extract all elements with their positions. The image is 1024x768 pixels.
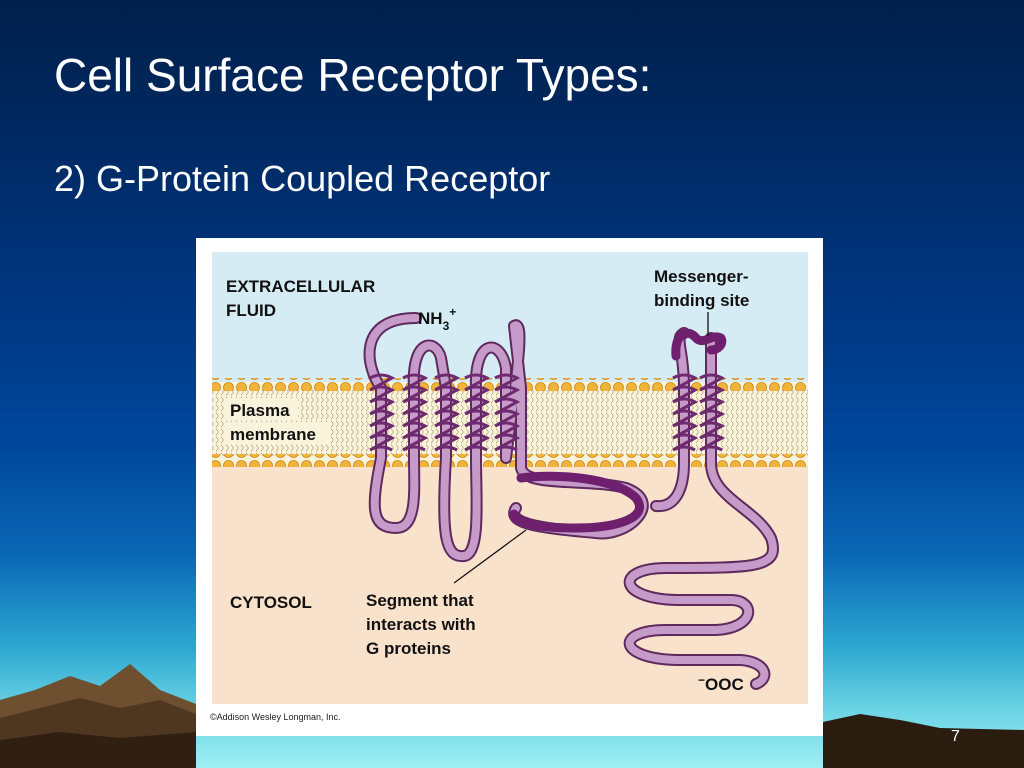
g-proteins-label: G proteins bbox=[366, 639, 451, 658]
cytosol-label: CYTOSOL bbox=[230, 593, 312, 612]
page-number: 7 bbox=[951, 728, 960, 745]
receptor-figure: EXTRACELLULAR FLUID NH3+ Messenger- bind… bbox=[196, 238, 823, 736]
slide-subtitle: 2) G-Protein Coupled Receptor bbox=[54, 158, 551, 199]
extracellular-label: EXTRACELLULAR bbox=[226, 277, 375, 296]
receptor-protein bbox=[363, 312, 780, 690]
nh3-superscript: + bbox=[449, 305, 456, 319]
cytosol-region bbox=[212, 466, 808, 704]
c-terminus-label: −OOC bbox=[698, 673, 744, 694]
nh3-subscript: 3 bbox=[443, 319, 450, 333]
plasma-label: Plasma bbox=[230, 401, 290, 420]
gpcr-diagram: EXTRACELLULAR FLUID NH3+ Messenger- bind… bbox=[212, 252, 808, 704]
nh3-label: NH3+ bbox=[418, 305, 456, 333]
fluid-label: FLUID bbox=[226, 301, 276, 320]
interacts-label: interacts with bbox=[366, 615, 476, 634]
segment-label: Segment that bbox=[366, 591, 474, 610]
messenger-label: Messenger- bbox=[654, 267, 748, 286]
membrane-label: membrane bbox=[230, 425, 316, 444]
transmembrane-helices bbox=[369, 373, 726, 452]
slide-title: Cell Surface Receptor Types: bbox=[54, 49, 652, 101]
binding-site-label: binding site bbox=[654, 291, 749, 310]
segment-leader-line bbox=[453, 529, 527, 584]
copyright-text: ©Addison Wesley Longman, Inc. bbox=[210, 712, 341, 722]
